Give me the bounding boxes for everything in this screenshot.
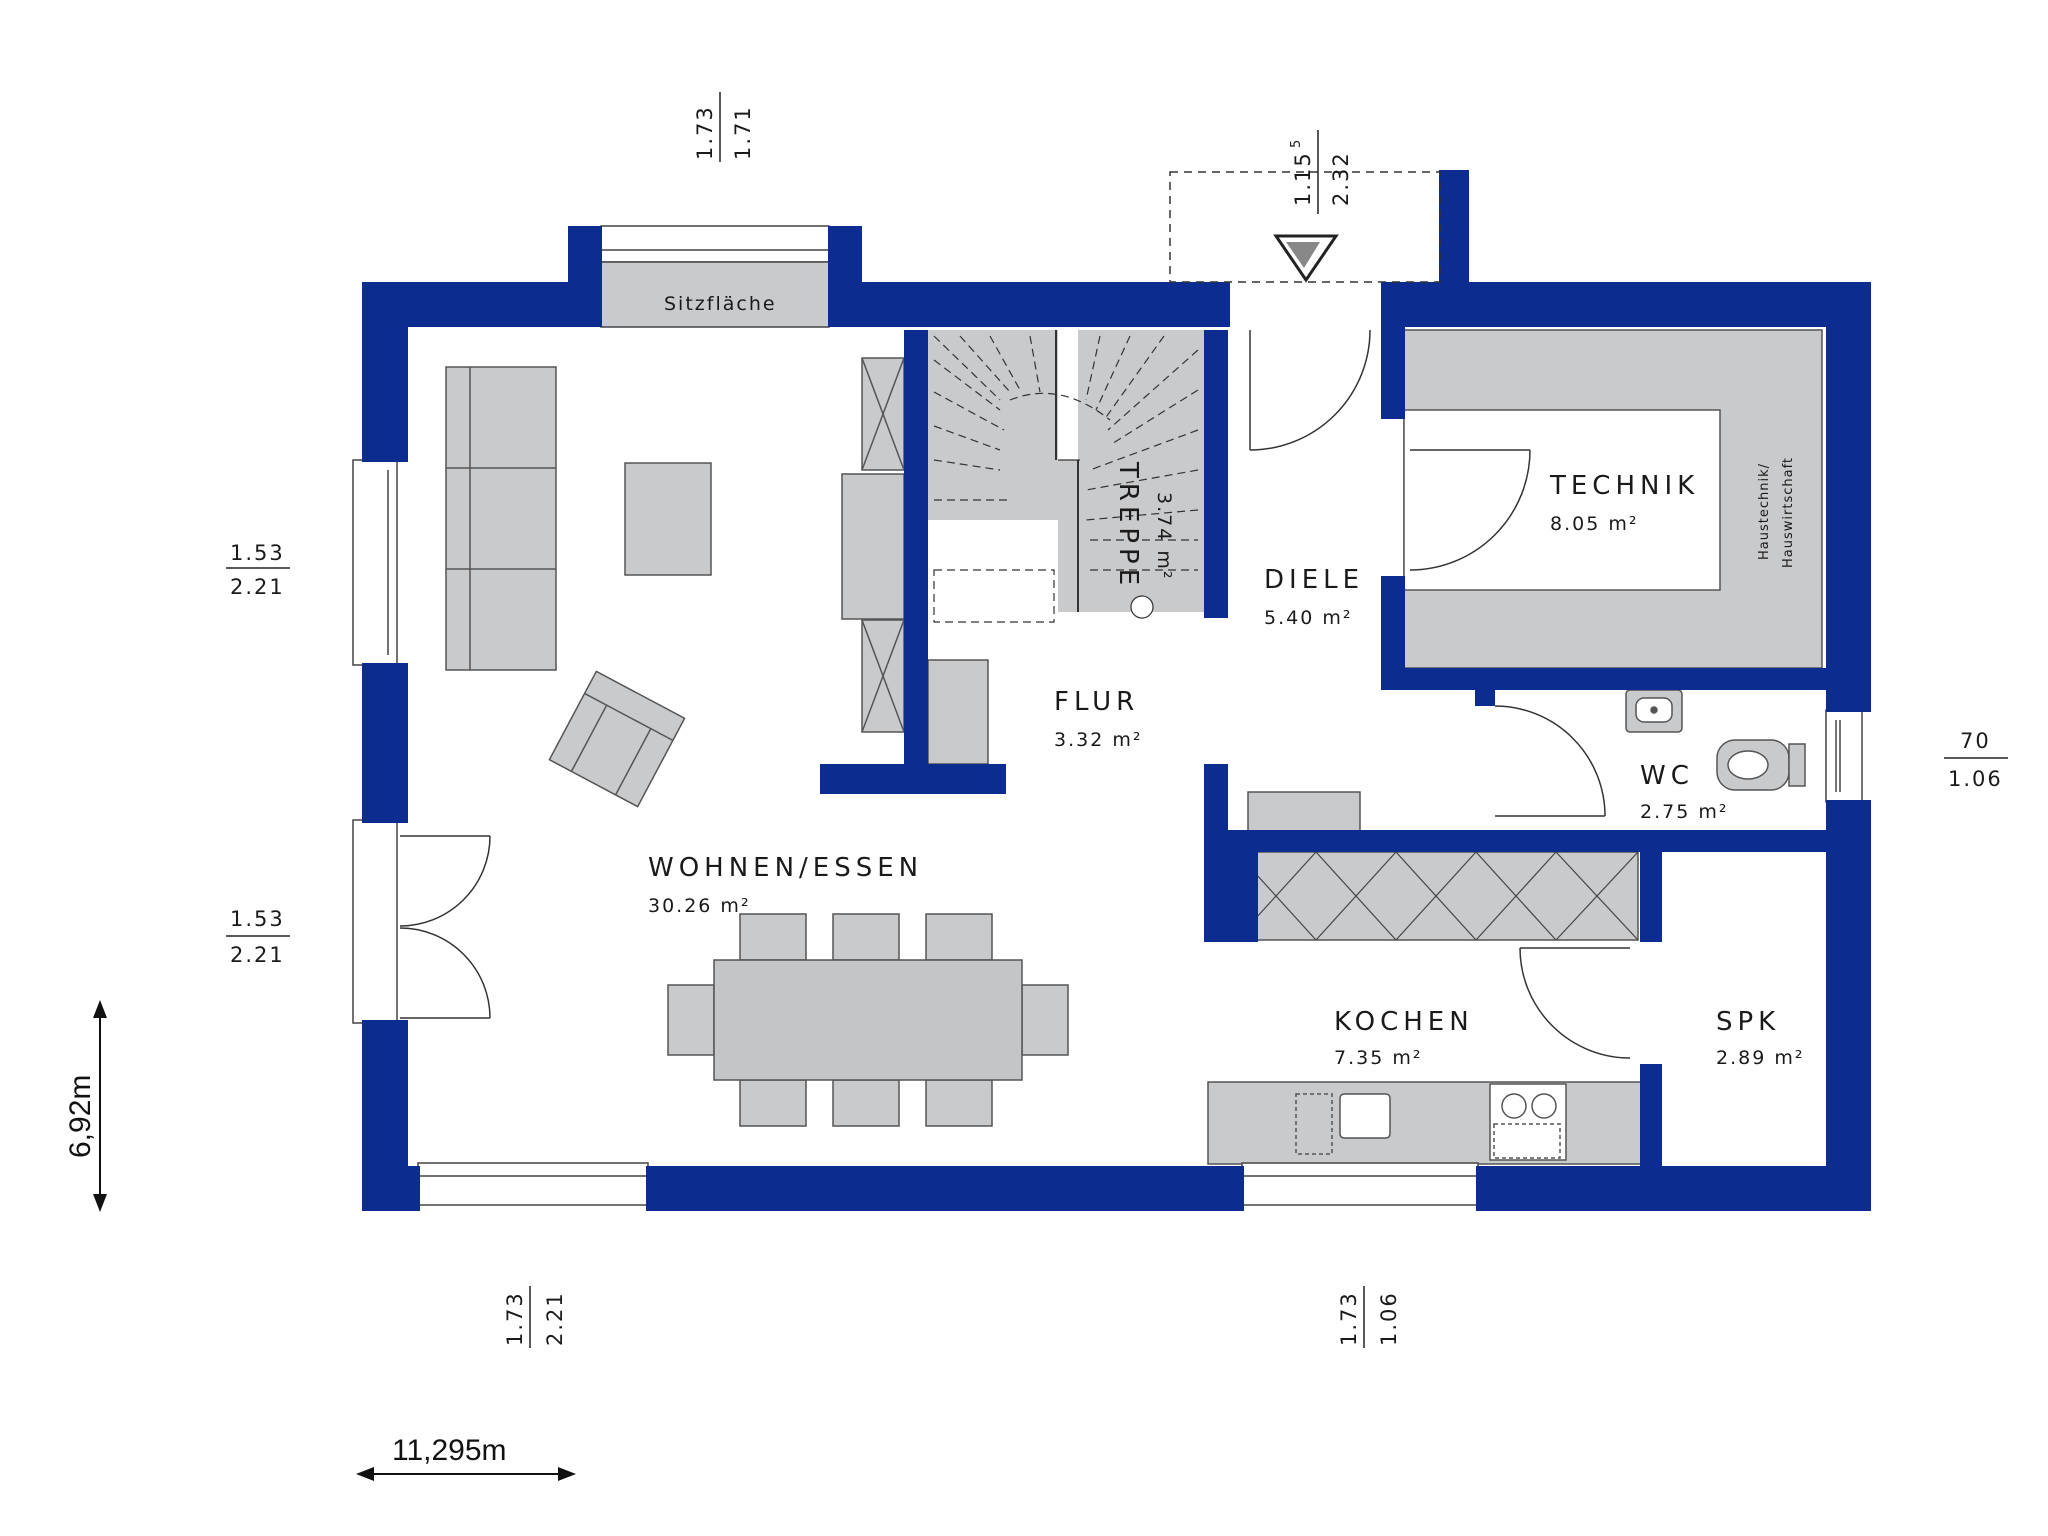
dim-bottom-left-top: 1.73 xyxy=(503,1291,527,1346)
dim-left-lower-top: 1.53 xyxy=(230,907,285,931)
room-name-wc: WC xyxy=(1640,761,1694,791)
total-width: 11,295m xyxy=(392,1434,507,1467)
dim-bottom-kitchen-top: 1.73 xyxy=(1337,1291,1361,1346)
walls xyxy=(362,170,1871,1211)
door-left-lower xyxy=(352,819,398,1024)
room-name-wohnen: WOHNEN/ESSEN xyxy=(648,853,923,883)
total-dimensions: 6,92m 11,295m xyxy=(64,1000,576,1481)
window-wc xyxy=(1825,709,1863,803)
flur-cabinet xyxy=(927,659,989,765)
room-area-flur: 3.32 m² xyxy=(1054,729,1142,751)
room-name-treppe: TREPPE xyxy=(1113,461,1143,590)
room-area-technik: 8.05 m² xyxy=(1550,513,1638,535)
wc-toilet xyxy=(1716,739,1806,791)
dining-set xyxy=(667,913,1069,1127)
haustechnik-label-2: Hauswirtschaft xyxy=(1781,457,1796,568)
room-name-spk: SPK xyxy=(1716,1007,1780,1037)
coffee-table xyxy=(624,462,712,576)
room-name-flur: FLUR xyxy=(1054,687,1139,717)
room-name-kochen: KOCHEN xyxy=(1334,1007,1474,1037)
armchair xyxy=(548,670,686,808)
wc-basin xyxy=(1625,689,1683,733)
room-area-kochen: 7.35 m² xyxy=(1334,1047,1422,1069)
sofa xyxy=(445,366,557,671)
room-area-treppe: 3.74 m² xyxy=(1153,492,1175,580)
dim-bottom-kitchen-bottom: 1.06 xyxy=(1377,1291,1401,1346)
staircase xyxy=(928,330,1204,623)
kitchen-upper-cabinets xyxy=(1235,851,1639,941)
wall-cabinets xyxy=(841,357,905,733)
dim-top-left-window-bottom: 1.71 xyxy=(731,105,755,160)
window-bottom-kitchen xyxy=(1241,1162,1479,1206)
dim-entrance-sup: 5 xyxy=(1289,138,1304,148)
window-bottom-left xyxy=(417,1162,649,1206)
haustechnik-label-1: Haustechnik/ xyxy=(1757,463,1772,560)
dim-left-upper-bottom: 2.21 xyxy=(230,575,285,599)
kitchen-counter xyxy=(1207,1081,1647,1165)
window-left-upper xyxy=(352,459,398,666)
seat-label: Sitzfläche xyxy=(664,293,777,315)
room-area-wc: 2.75 m² xyxy=(1640,801,1728,823)
total-height: 6,92m xyxy=(64,1075,97,1158)
dim-right-wc-bottom: 1.06 xyxy=(1948,767,2003,791)
furniture xyxy=(445,329,1823,1165)
dim-entrance-bottom: 2.32 xyxy=(1329,151,1353,206)
diele-bench xyxy=(1247,791,1361,837)
door-swings xyxy=(399,171,1631,1059)
room-area-diele: 5.40 m² xyxy=(1264,607,1352,629)
room-area-spk: 2.89 m² xyxy=(1716,1047,1804,1069)
room-name-technik: TECHNIK xyxy=(1549,471,1699,501)
room-area-wohnen: 30.26 m² xyxy=(648,895,751,917)
dimension-labels: 1.73 1.71 1.15 5 2.32 1.53 2.21 1.53 2.2… xyxy=(226,92,2008,1348)
dim-left-lower-bottom: 2.21 xyxy=(230,943,285,967)
dim-bottom-left-bottom: 2.21 xyxy=(543,1291,567,1346)
dim-entrance-top: 1.15 xyxy=(1291,151,1315,206)
dim-top-left-window-top: 1.73 xyxy=(693,105,717,160)
entrance-arrow xyxy=(1273,234,1339,283)
room-name-diele: DIELE xyxy=(1264,565,1364,595)
dim-left-upper-top: 1.53 xyxy=(230,541,285,565)
room-labels: WOHNEN/ESSEN 30.26 m² FLUR 3.32 m² TREPP… xyxy=(648,293,1804,1069)
dim-right-wc-top: 70 xyxy=(1960,729,1991,753)
window-top-seat xyxy=(600,225,830,263)
